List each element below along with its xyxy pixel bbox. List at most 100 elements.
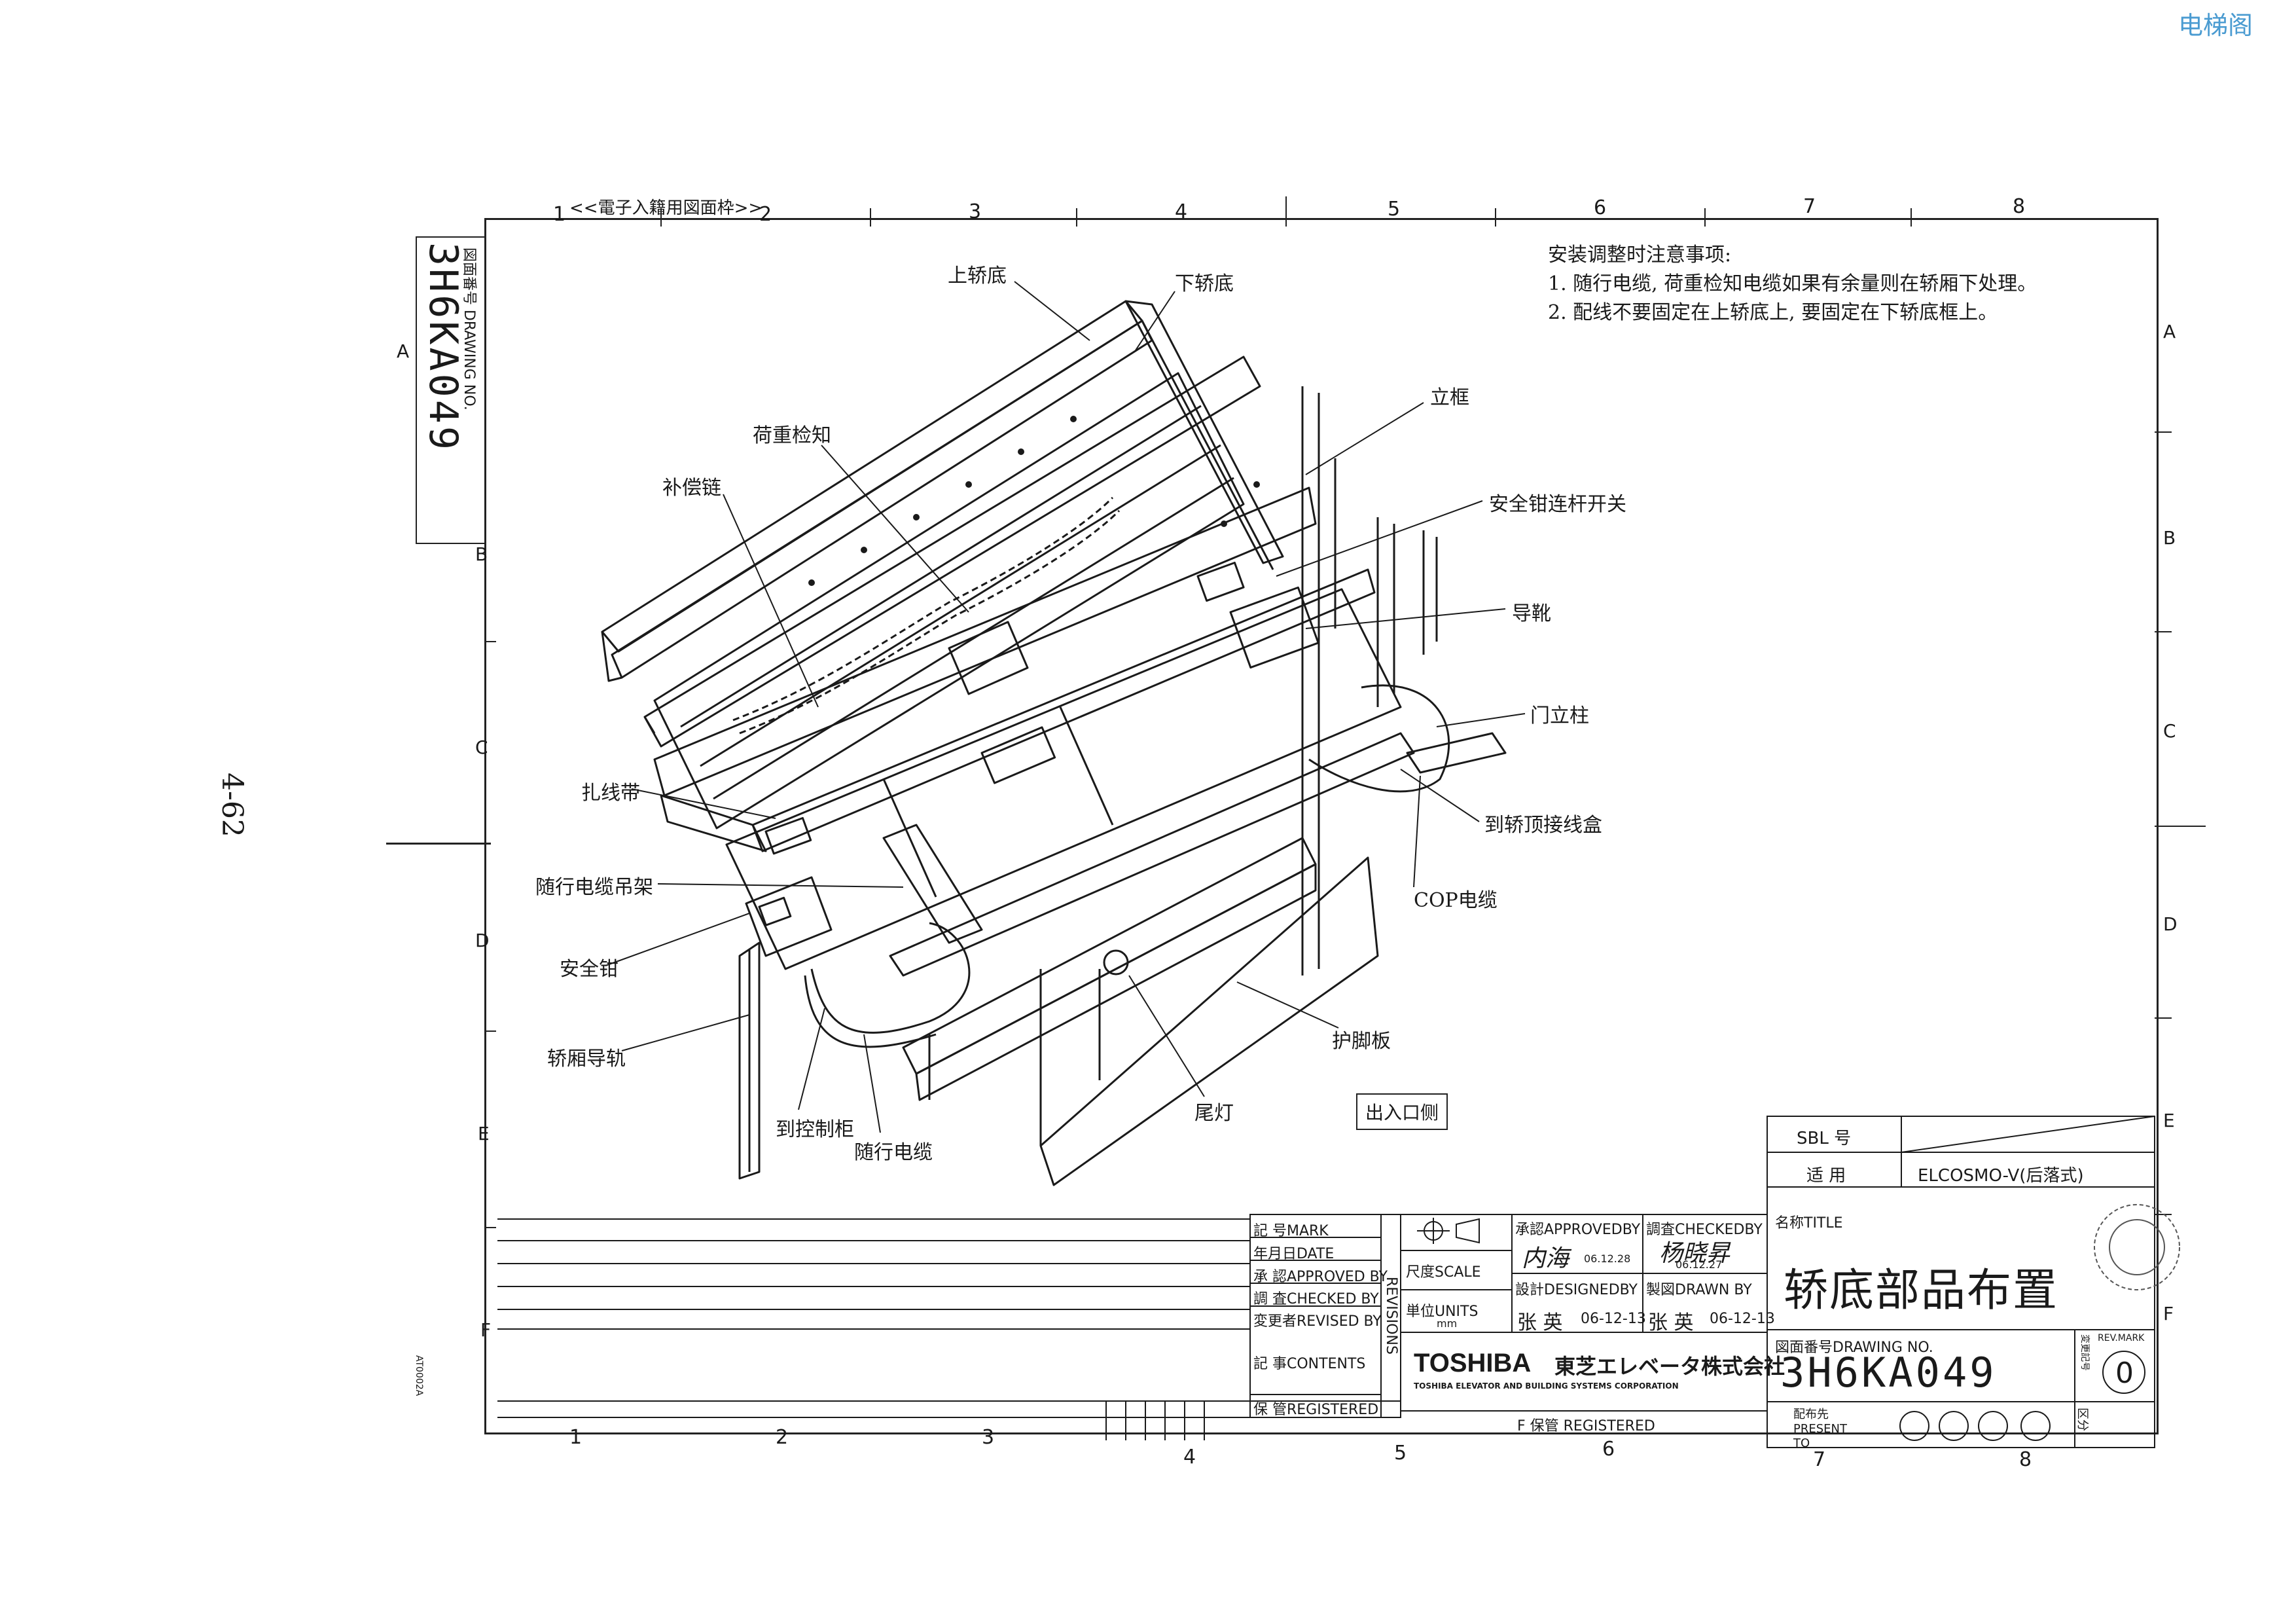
leader-lower-floor [1135,291,1175,351]
cop-cable [1308,684,1450,793]
tb-units-value: mm [1437,1317,1458,1330]
leader-toe-guard [1236,981,1339,1029]
notes-item-1: 1. 随行电缆, 荷重检知电缆如果有余量则在轿厢下处理。 [1548,272,2037,295]
col-label-bottom-8: 8 [2019,1448,2032,1471]
row-label-E: E [478,1123,490,1144]
tb-title-value: 轿底部品布置 [1784,1265,2059,1317]
row-label-right-D: D [2163,913,2178,935]
row-label-F: F [480,1319,492,1341]
tb-revised-label: 変更者REVISED BY [1253,1313,1382,1330]
tb-approvedby-sign: 内海 [1522,1245,1570,1272]
company-name-en: TOSHIBA ELEVATOR AND BUILDING SYSTEMS CO… [1414,1381,1679,1391]
callout-cop-cable: COP电缆 [1414,889,1498,912]
leader-safety-gear [605,913,750,966]
col-label-bottom-5: 5 [1394,1442,1407,1465]
toe-guard [1039,856,1379,1186]
tb-checkedby-sign: 杨晓昇 [1659,1240,1731,1267]
leader-traveling-cable [863,1034,881,1133]
leader-load-detector [821,445,969,613]
callout-guide-shoe: 导靴 [1512,602,1551,625]
row-label-right-A: A [2163,321,2176,342]
tb-mark-label: 記 号MARK [1253,1223,1329,1239]
callout-lower-car-floor: 下轿底 [1175,272,1234,295]
col-label-8: 8 [2013,195,2026,218]
callout-upper-car-floor: 上轿底 [948,264,1007,287]
row-label-C: C [475,737,488,758]
toshiba-logo: TOSHIBA [1414,1349,1532,1377]
callout-door-post: 门立柱 [1530,704,1589,727]
leader-car-top-box [1400,769,1480,822]
leader-guide-shoe [1305,608,1506,629]
col-label-bottom-2: 2 [776,1426,789,1449]
row-label-B: B [475,543,488,565]
tb-checkedby-label: 調査CHECKEDBY [1646,1222,1763,1238]
fold-mark [386,843,491,845]
leader-tail-light [1128,975,1205,1097]
col-label-bottom-1: 1 [569,1426,583,1449]
tb-drawing-no-label: 図面番号DRAWING NO. [1775,1340,1933,1356]
callout-car-guide-rail: 轿厢导轨 [547,1048,626,1070]
col-label-bottom-7: 7 [1813,1448,1826,1471]
leader-cable-tie [631,788,776,819]
leader-safety-switch [1276,500,1483,577]
tb-checkedby-date: 06.12.27 [1676,1258,1723,1271]
callout-upright-frame: 立框 [1430,386,1469,409]
tb-revisions-label: REVISIONS [1383,1277,1399,1355]
col-label-bottom-4: 4 [1183,1446,1196,1468]
leader-cop-cable [1413,775,1421,888]
tb-checked-label: 調 査CHECKED BY [1253,1291,1379,1307]
watermark: 电梯阁 [2178,11,2253,40]
callout-to-car-top-box: 到轿顶接线盒 [1484,814,1602,837]
leader-guide-rail [621,1014,750,1051]
callout-safety-link-switch: 安全钳连杆开关 [1489,493,1626,516]
lower-floor-body [725,588,1402,970]
tb-designedby-label: 設計DESIGNEDBY [1515,1282,1638,1298]
frame-top-label: <<電子入籍用図面枠>> [569,198,763,218]
cross-beam [882,824,983,944]
col-label-7: 7 [1803,195,1816,218]
tail-light-shape [1103,949,1129,976]
leader-cable-hanger [657,883,904,888]
callout-toe-guard: 护脚板 [1332,1030,1391,1053]
tb-drawnby-date: 06-12-13 [1710,1311,1775,1327]
callout-traveling-cable-hanger: 随行电缆吊架 [535,876,653,899]
leader-comp-chain [723,494,819,708]
callout-to-control-cabinet: 到控制柜 [776,1118,854,1141]
tb-drawing-no-value: 3H6KA049 [1780,1349,1997,1396]
upper-floor-mid-rail [643,356,1261,748]
tb-sbl-label: SBL 号 [1797,1129,1852,1148]
tb-approvedby-label: 承認APPROVEDBY [1515,1222,1641,1238]
tb-division-label: 区分 [2075,1408,2089,1431]
tb-registered-label: 保 管REGISTERED [1253,1402,1379,1418]
col-label-bottom-3: 3 [982,1426,995,1449]
row-label-right-E: E [2163,1110,2175,1131]
tb-approved-label: 承 認APPROVED BY [1253,1269,1388,1285]
leader-control-cabinet [798,1008,825,1110]
tb-title-label: 名称TITLE [1775,1215,1843,1231]
row-label-right-F: F [2163,1303,2174,1324]
tb-rev-value: 0 [2115,1357,2134,1390]
upper-floor-end [1124,300,1284,564]
callout-cable-tie: 扎线带 [581,782,640,805]
leader-upright [1305,402,1424,475]
callout-tail-light: 尾灯 [1194,1102,1234,1125]
callout-entrance-side: 出入口侧 [1356,1093,1448,1130]
col-label-1: 1 [553,203,566,226]
tb-approvedby-date: 06.12.28 [1584,1252,1631,1265]
tb-units-label: 単位UNITS [1406,1304,1479,1320]
row-label-D: D [475,930,490,951]
col-label-6: 6 [1594,196,1607,219]
guide-shoe [1229,586,1319,669]
col-label-5: 5 [1388,198,1401,221]
col-label-3: 3 [969,200,982,223]
company-name-jp: 東芝エレベータ株式会社 [1554,1354,1785,1379]
tb-drawnby-name: 张 英 [1648,1311,1694,1334]
col-label-2: 2 [759,203,772,226]
compensation-chain [732,496,1114,721]
tb-present-to-label: 配布先 PRESENT TO [1793,1408,1847,1450]
traveling-cable [810,922,971,1034]
leader-door-post [1436,713,1526,727]
